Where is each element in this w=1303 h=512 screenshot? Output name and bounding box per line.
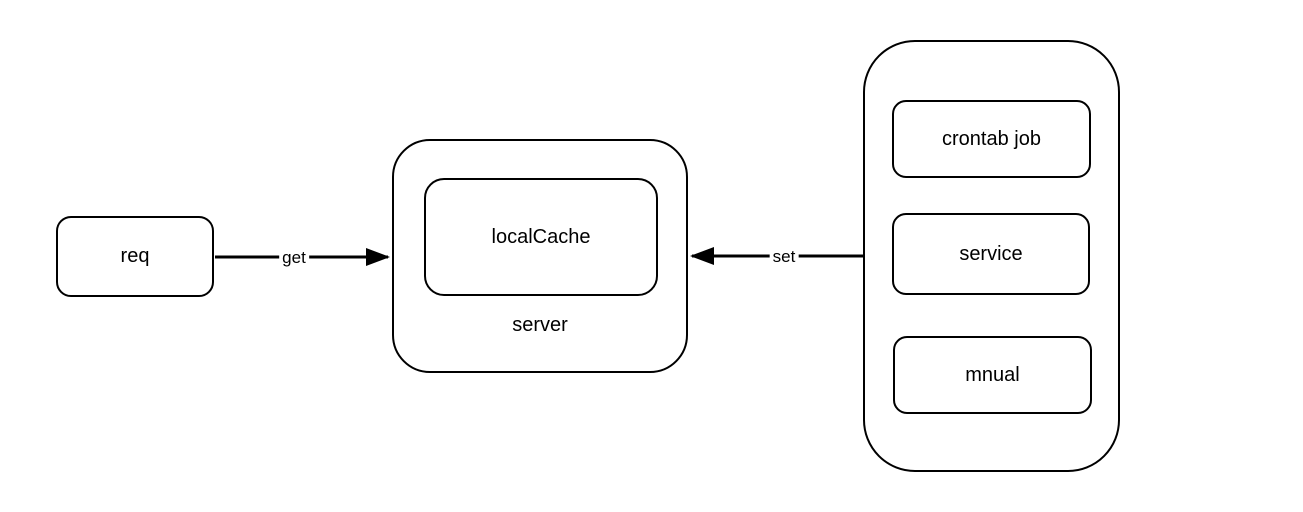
mnual-node-label: mnual <box>965 363 1020 386</box>
service-node: service <box>892 213 1090 295</box>
set-edge-label: set <box>769 247 799 267</box>
server-label: server <box>512 314 568 336</box>
mnual-node: mnual <box>893 336 1092 414</box>
localcache-node: localCache <box>424 178 658 296</box>
req-node: req <box>56 216 214 297</box>
localcache-node-label: localCache <box>491 225 591 248</box>
service-node-label: service <box>959 242 1023 265</box>
crontab-job-node-label: crontab job <box>942 127 1041 150</box>
req-node-label: req <box>120 245 150 267</box>
crontab-job-node: crontab job <box>892 100 1091 178</box>
get-edge-label: get <box>279 248 309 268</box>
